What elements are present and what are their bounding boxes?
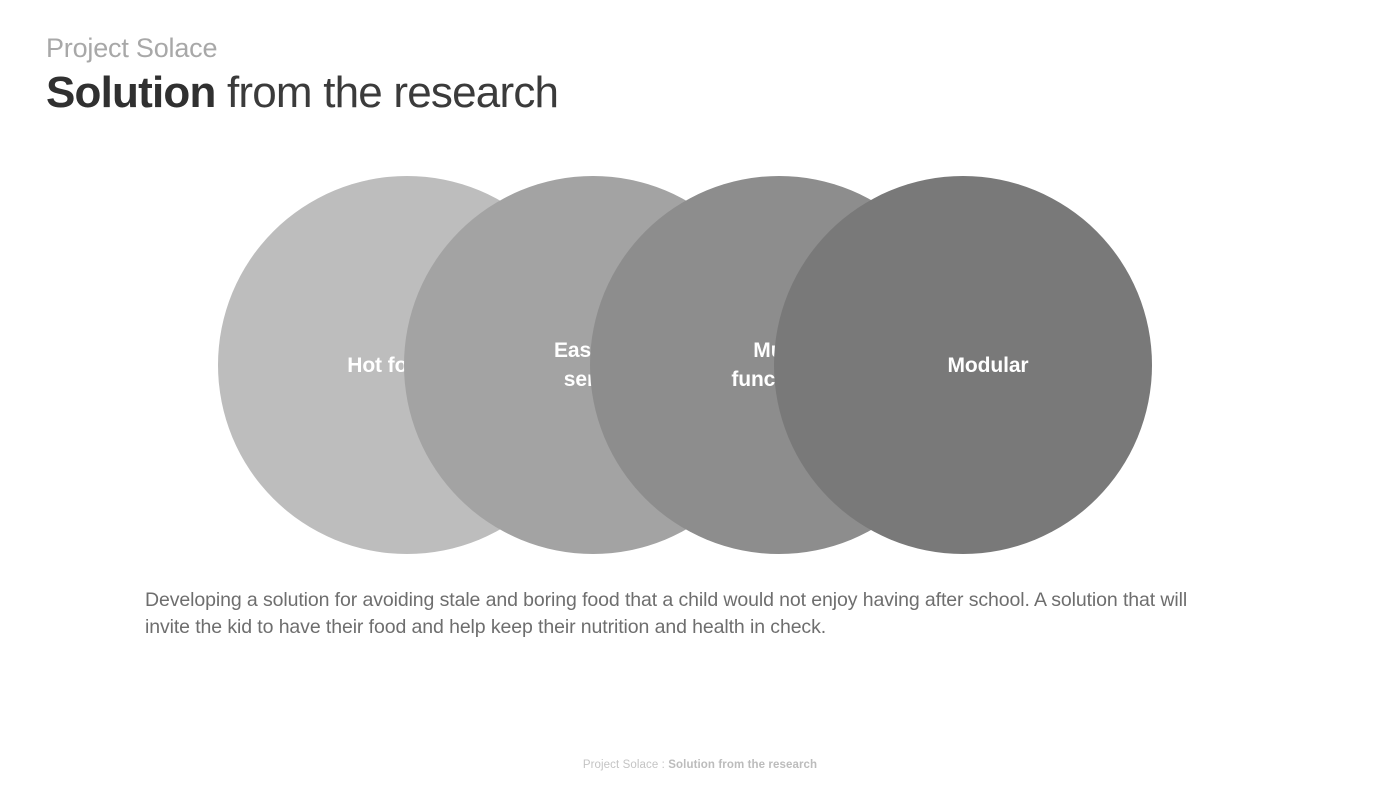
page-title-emphasis: Solution [46,68,216,117]
circle-label: Modular [947,353,1029,377]
page-title-rest: from the research [215,68,559,117]
slide-header: Project Solace Solution from the researc… [46,32,559,120]
overlapping-circles-diagram: Hot food Easy to serve Multi-functional … [218,176,1152,554]
page-title: Solution from the research [46,66,559,120]
footer-title: Solution from the research [668,759,818,771]
slide-footer: Project Solace : Solution from the resea… [0,757,1400,773]
project-eyebrow: Project Solace [46,33,218,63]
circle-modular[interactable]: Modular [774,176,1152,554]
body-paragraph: Developing a solution for avoiding stale… [145,589,1188,638]
footer-prefix: Project Solace : [582,759,669,771]
